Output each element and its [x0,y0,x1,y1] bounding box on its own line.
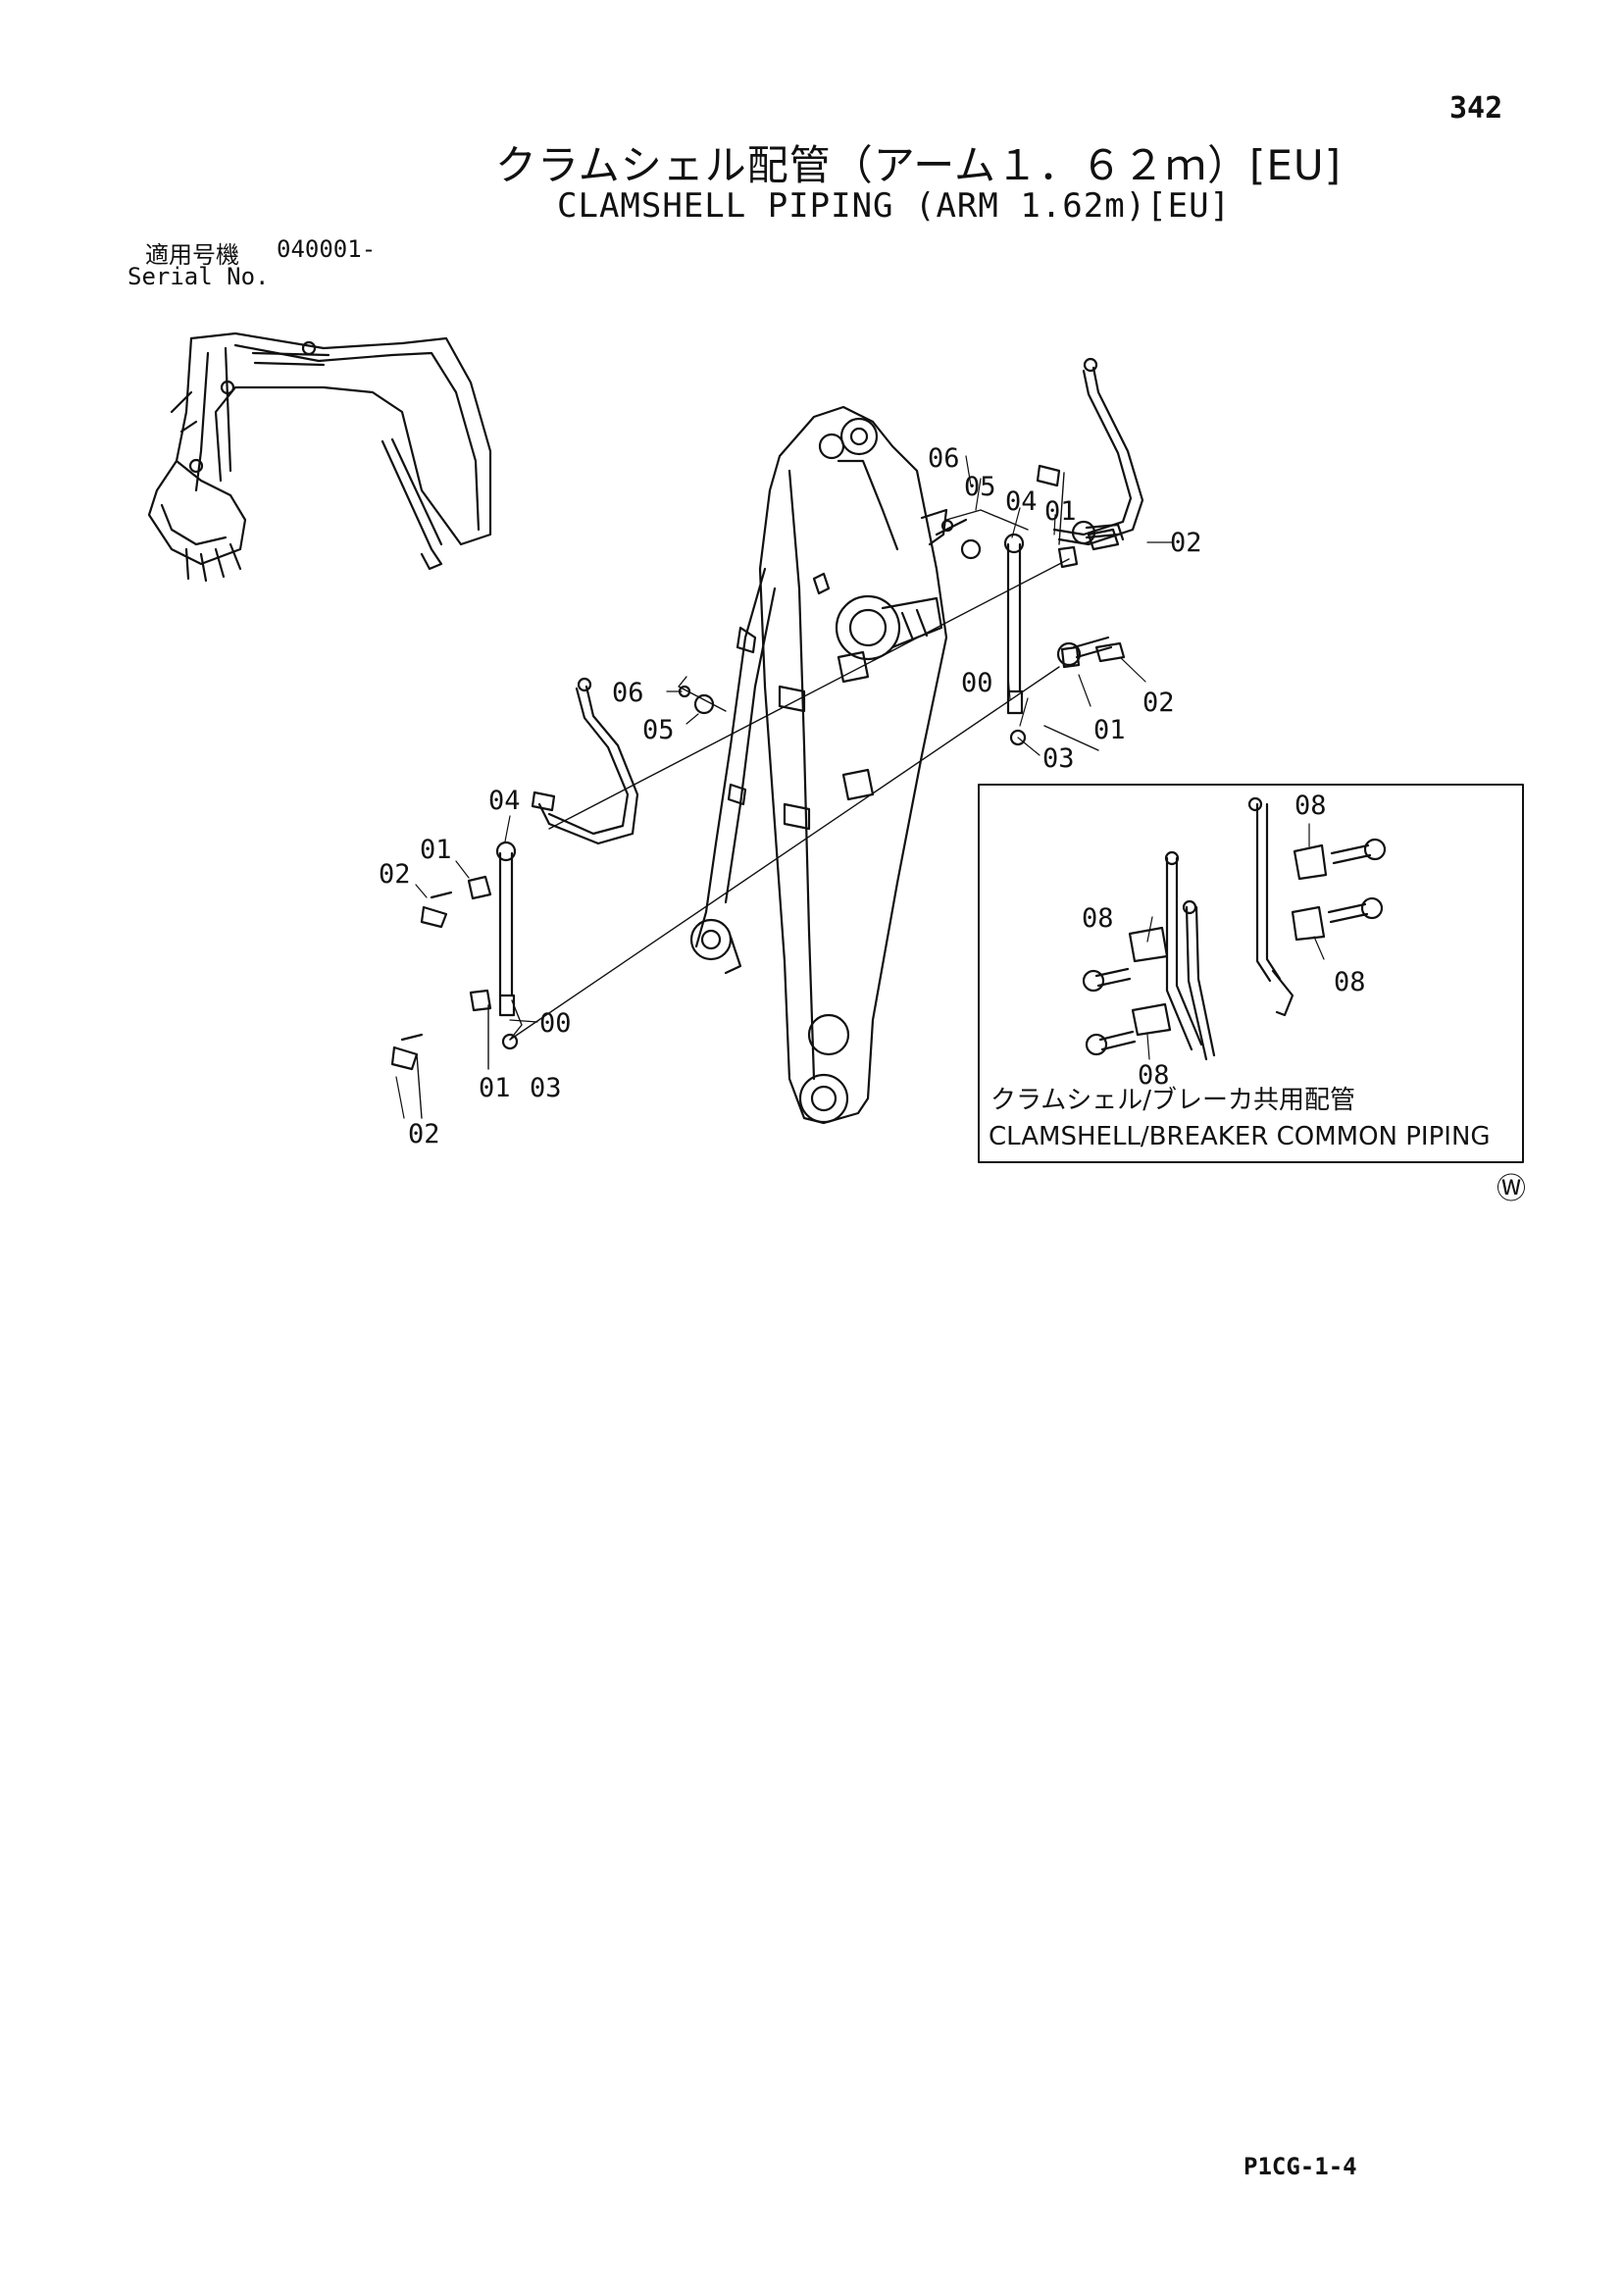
callout-06-left: 06 [612,678,644,708]
w-mark-symbol: Ⓦ [1497,1172,1526,1206]
callout-03-right: 03 [1042,743,1075,774]
hose-right [1036,357,1144,546]
inset-caption-english: CLAMSHELL/BREAKER COMMON PIPING [989,1122,1491,1151]
page-title-english: CLAMSHELL PIPING (ARM 1.62m)[EU] [557,186,1232,226]
inset-common-piping [978,784,1524,1163]
callout-01-left-lower: 01 [479,1073,511,1103]
callout-00-right: 00 [961,668,993,698]
callout-06-right: 06 [928,443,960,474]
footer-page-code: P1CG-1-4 [1243,2153,1357,2180]
hose-left [531,677,639,845]
pipe-left [390,685,715,1071]
callout-02-right-upper: 02 [1170,528,1202,558]
callout-02-left-upper: 02 [379,859,411,890]
callout-05-right: 05 [964,472,996,502]
callout-03-left: 03 [530,1073,562,1103]
page-title-japanese: クラムシェル配管（アーム１．６２ｍ）[EU] [495,141,1343,189]
callout-01-left-upper: 01 [420,835,452,865]
serial-number-value: 040001- [277,235,377,263]
guide-lines [416,472,1099,1119]
callout-00-left: 00 [539,1008,572,1039]
callout-02-right-lower: 02 [1142,688,1175,718]
page-number: 342 [1449,91,1503,126]
arm-body [689,405,968,1125]
excavator-thumbnail [147,332,492,583]
inset-callout-08-a: 08 [1082,903,1114,934]
inset-callout-08-d: 08 [1138,1060,1170,1091]
callout-02-left-lower: 02 [408,1119,440,1149]
pipe-right [940,519,1126,746]
inset-callout-08-c: 08 [1334,967,1366,997]
callout-05-left: 05 [642,715,675,745]
serial-label-japanese: 適用号機 [145,241,239,269]
callout-leaders [395,455,1173,1119]
inset-caption-japanese: クラムシェル/ブレーカ共用配管 [990,1086,1355,1115]
callout-04-right: 04 [1005,486,1038,517]
callout-04-left: 04 [488,786,521,816]
callout-01-right-lower: 01 [1093,715,1126,745]
inset-callout-08-b: 08 [1294,791,1327,821]
callout-01-right-upper: 01 [1044,496,1077,527]
bolts [1056,520,1125,667]
serial-label-english: Serial No. [127,263,270,290]
